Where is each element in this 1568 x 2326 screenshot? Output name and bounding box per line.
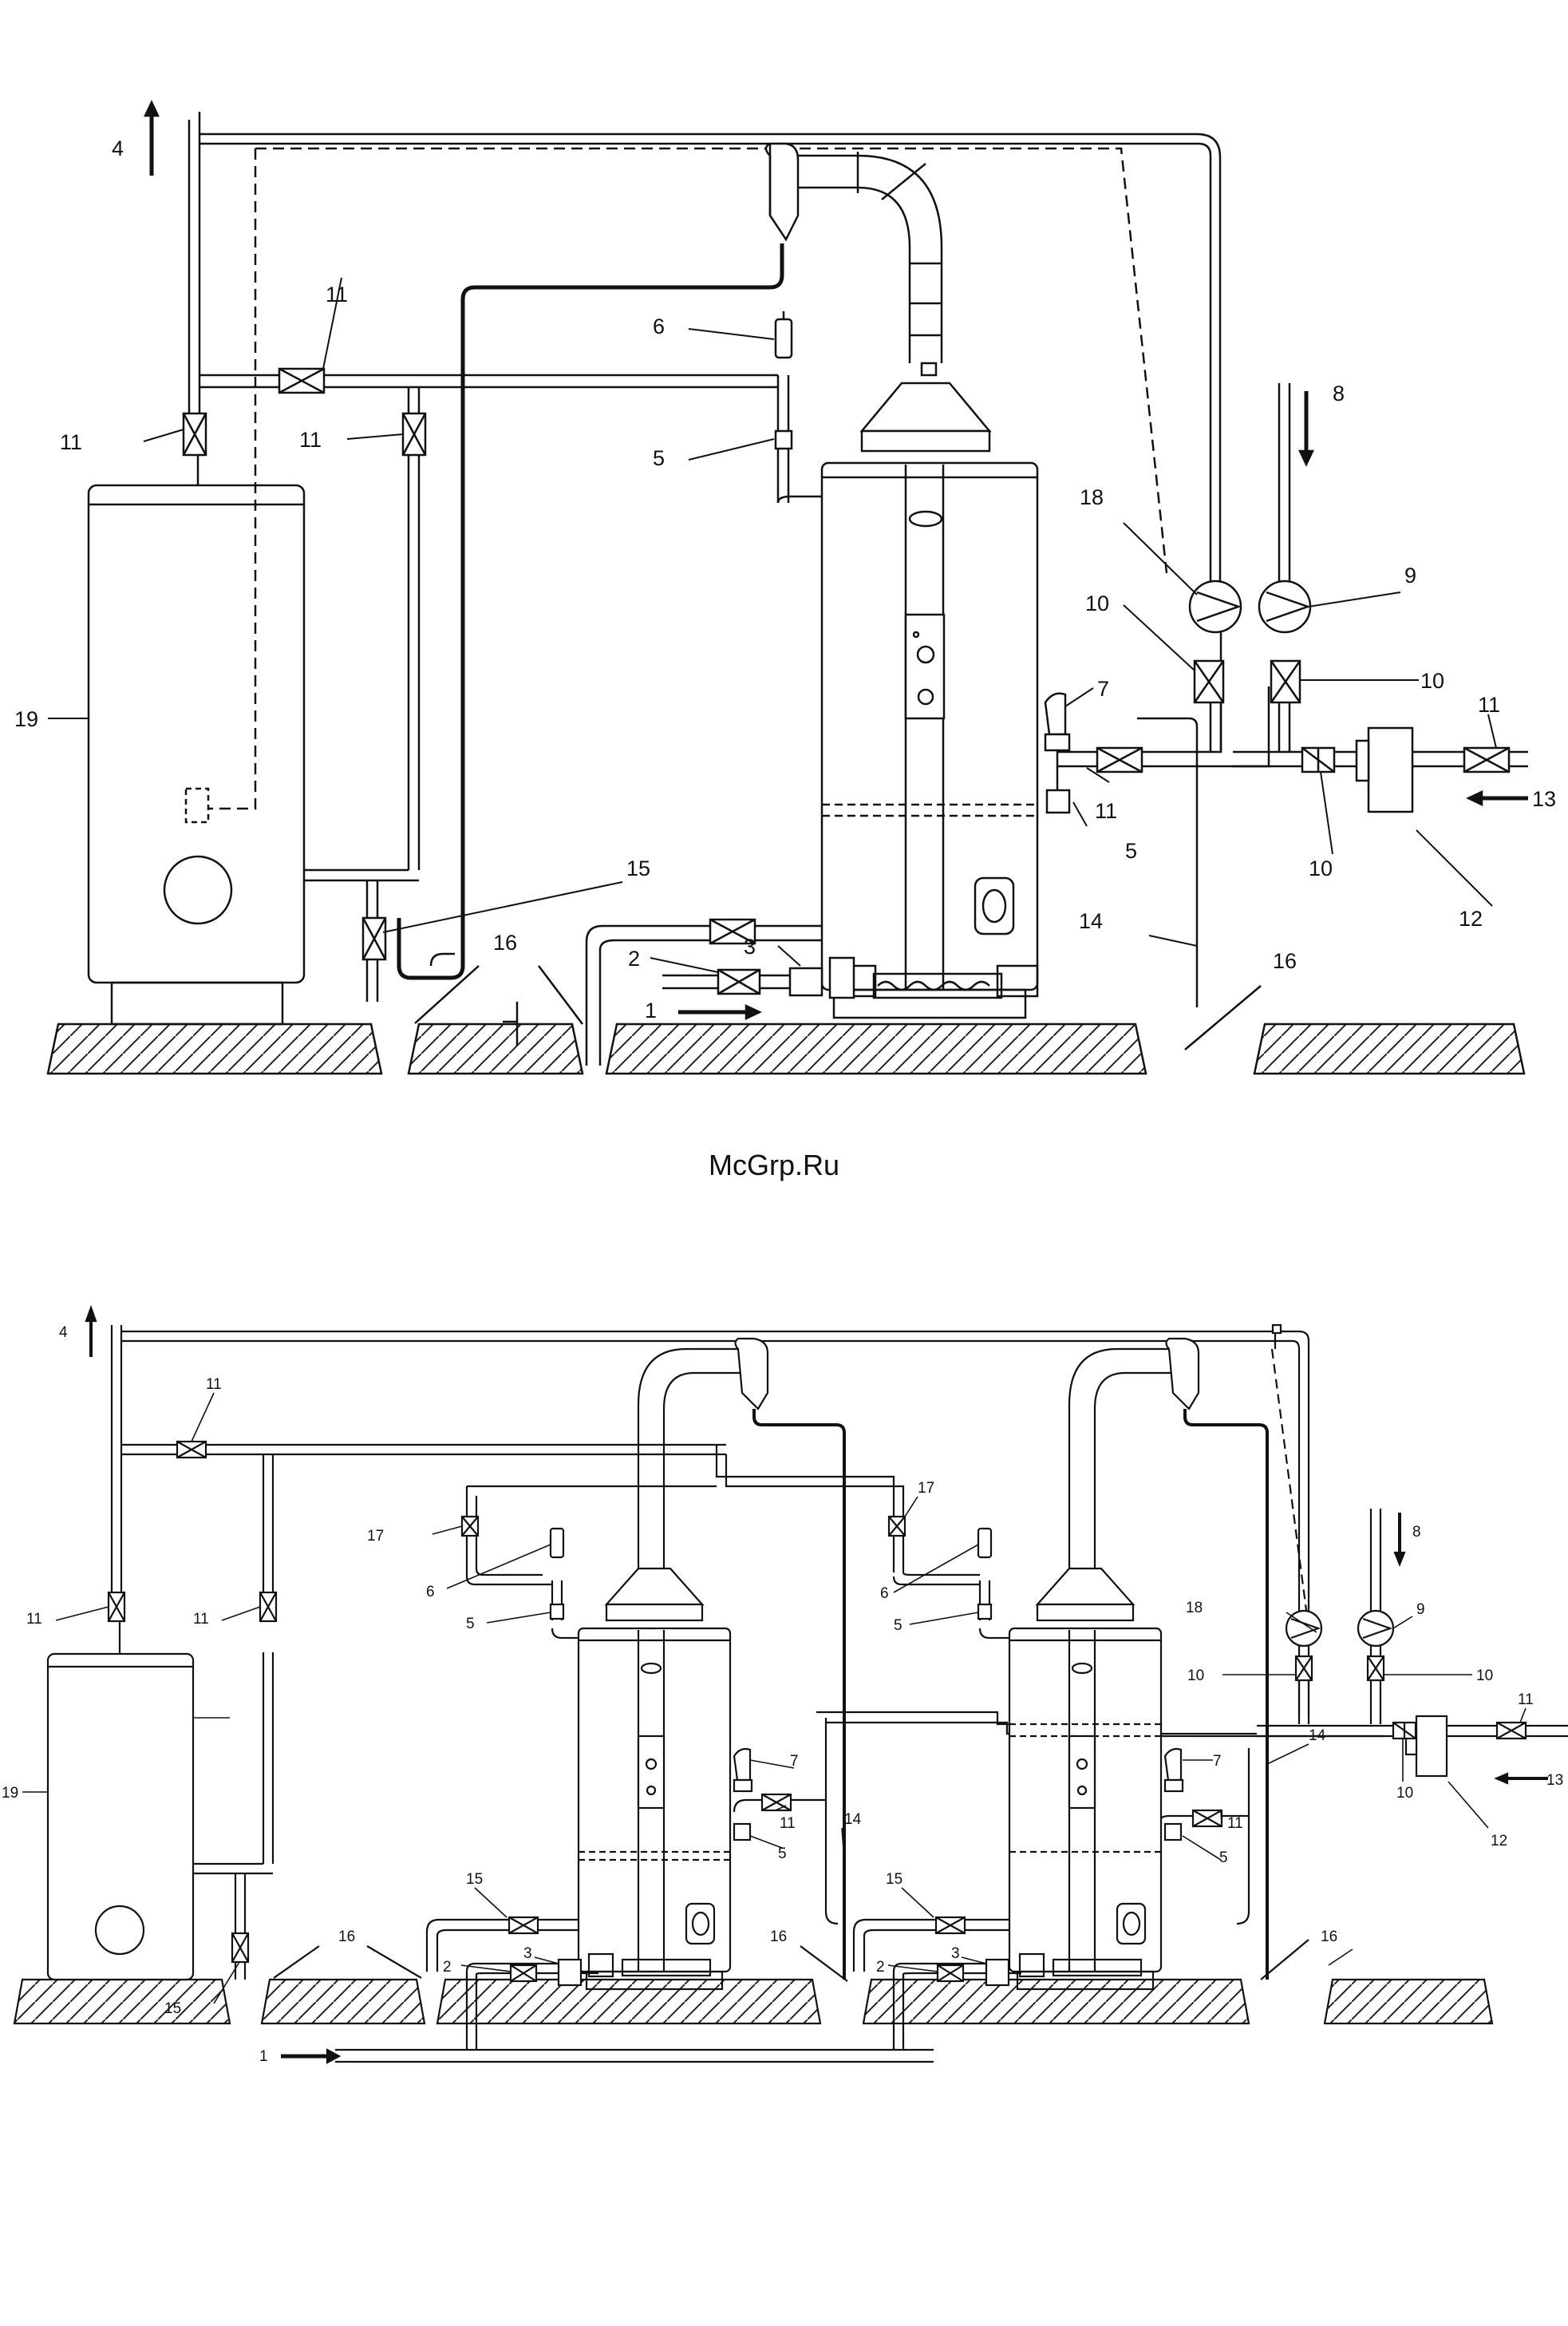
- label2-1: 1: [259, 2048, 268, 2065]
- label2-11-mid-right: 11: [1227, 1815, 1243, 1832]
- label2-17-left: 17: [367, 1528, 384, 1545]
- label2-10-pump: 10: [1187, 1667, 1204, 1684]
- label2-14-right: 14: [1309, 1727, 1326, 1744]
- storage-tank-2: [48, 1620, 193, 1980]
- label-5-left: 5: [653, 446, 665, 470]
- label-14: 14: [1079, 909, 1103, 933]
- label-11-right: 11: [1478, 693, 1500, 717]
- label2-14-left: 14: [844, 1811, 862, 1828]
- water-heater-right: [1009, 1339, 1199, 1989]
- label-6: 6: [653, 314, 665, 338]
- label2-2-left: 2: [443, 1959, 452, 1976]
- label2-3-left: 3: [523, 1945, 532, 1962]
- label-11-branch: 11: [299, 428, 322, 452]
- floor-slabs-2: [14, 1980, 1492, 2023]
- pumps: [1190, 581, 1310, 632]
- label2-11-left: 11: [26, 1611, 42, 1628]
- label2-15-mid: 15: [466, 1871, 483, 1888]
- label2-11-right: 11: [1518, 1691, 1534, 1708]
- valves-2: [109, 1442, 1526, 1985]
- pumps-2: [1273, 1325, 1393, 1646]
- label2-15-left: 15: [164, 2000, 181, 2017]
- label2-5-right: 5: [894, 1617, 902, 1634]
- label2-2-right: 2: [876, 1959, 885, 1976]
- label-11-left: 11: [60, 430, 82, 454]
- label2-13: 13: [1546, 1772, 1563, 1789]
- label2-15-right: 15: [886, 1871, 902, 1888]
- label-8: 8: [1333, 382, 1345, 405]
- label-9: 9: [1404, 564, 1416, 587]
- label2-5-left: 5: [466, 1616, 475, 1632]
- leader-lines-2: [22, 1393, 1526, 2004]
- label2-5-lower-left: 5: [778, 1845, 787, 1862]
- label2-11-top: 11: [206, 1376, 222, 1393]
- label2-7-left: 7: [790, 1753, 799, 1770]
- label-12: 12: [1459, 907, 1483, 931]
- label-13: 13: [1532, 787, 1556, 811]
- label-19: 19: [14, 707, 38, 731]
- label-10-bottom: 10: [1309, 856, 1333, 880]
- label2-7-right: 7: [1213, 1753, 1222, 1770]
- filter: [1357, 728, 1412, 812]
- label-3: 3: [744, 935, 756, 959]
- label-7: 7: [1097, 677, 1109, 701]
- pipework-2: [86, 1307, 1568, 2063]
- label2-6-right: 6: [880, 1585, 889, 1602]
- label2-16-left: 16: [338, 1928, 355, 1945]
- label-5-right: 5: [1125, 839, 1137, 863]
- label2-4: 4: [59, 1324, 68, 1341]
- label-10-pump: 10: [1085, 591, 1109, 615]
- label2-10-right: 10: [1476, 1667, 1493, 1684]
- label2-9: 9: [1416, 1601, 1425, 1618]
- watermark: McGrp.Ru: [709, 1149, 839, 1181]
- water-heater-left: [579, 1339, 768, 1989]
- label-2: 2: [628, 947, 640, 971]
- label-15: 15: [626, 856, 650, 880]
- storage-tank: [89, 455, 304, 1024]
- label-16-right: 16: [1273, 949, 1297, 973]
- label2-10-bottom: 10: [1396, 1785, 1413, 1802]
- label-1: 1: [645, 999, 657, 1023]
- label-4: 4: [112, 136, 124, 160]
- relief-valve-right: [1045, 694, 1069, 813]
- label-18: 18: [1080, 485, 1104, 509]
- floor-slabs: [48, 1024, 1524, 1074]
- label-16-left: 16: [493, 931, 517, 955]
- label2-8: 8: [1412, 1524, 1421, 1541]
- label2-19: 19: [2, 1785, 18, 1802]
- label2-11-mid-left: 11: [780, 1815, 796, 1832]
- water-heater: [766, 144, 1037, 1018]
- label2-18: 18: [1186, 1600, 1203, 1616]
- label2-17-right: 17: [918, 1480, 934, 1497]
- label2-5-lower-right: 5: [1219, 1849, 1228, 1866]
- label-11-top: 11: [326, 283, 348, 307]
- two-heater-diagram: 4 11 11 11 19 15 17 6 5 17 6 5 7 7 11 11…: [2, 1307, 1568, 2065]
- label-10-right: 10: [1420, 669, 1444, 693]
- label2-3-right: 3: [951, 1945, 960, 1962]
- label-11-mid: 11: [1095, 799, 1117, 823]
- label2-16-right: 16: [1321, 1928, 1337, 1945]
- label2-6-left: 6: [426, 1584, 435, 1600]
- single-heater-diagram: 4 11 11 11 6 5 8 18 9 10 10 7 11 11 10 5…: [14, 102, 1556, 1074]
- label2-12: 12: [1491, 1833, 1507, 1849]
- label2-11-branch: 11: [193, 1611, 209, 1628]
- label2-16-mid: 16: [770, 1928, 787, 1945]
